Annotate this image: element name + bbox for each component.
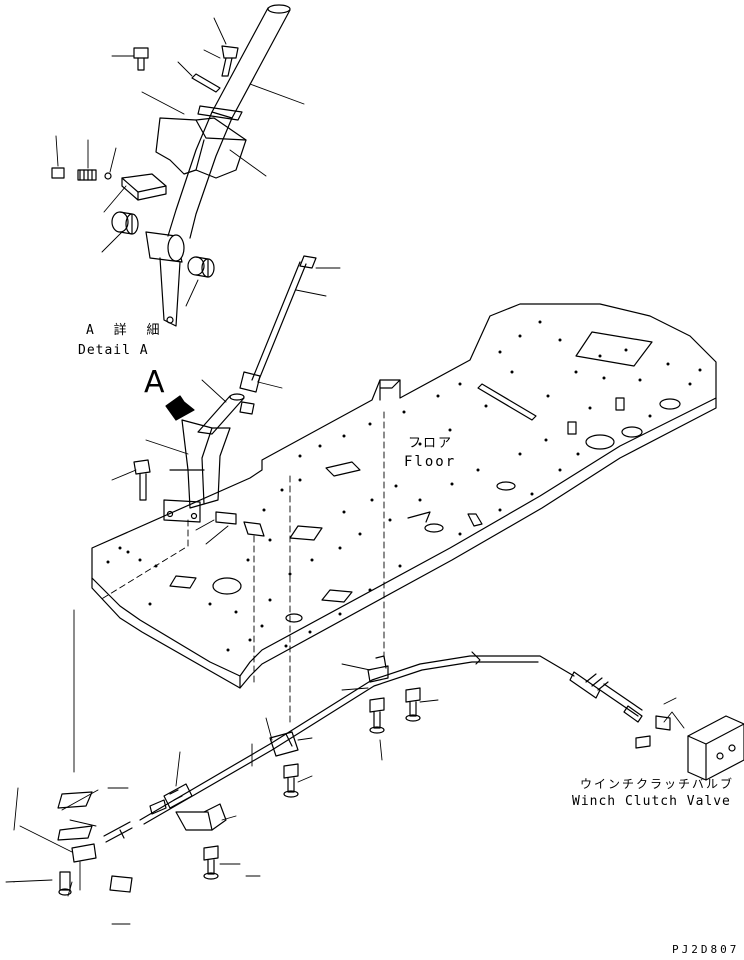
winch-clutch-valve-label-jp: ウインチクラッチバルブ [580, 777, 735, 791]
bracket-plate [155, 117, 247, 179]
hidden-lines [99, 411, 385, 725]
detail-leader-lines [55, 17, 305, 307]
control-cable-assembly [5, 609, 744, 925]
lock-block [121, 173, 167, 201]
bushing-left [111, 211, 139, 235]
detail-a-assembly [51, 4, 305, 327]
winch-clutch-valve-label-en: Winch Clutch Valve [572, 794, 731, 809]
floor-label-en: Floor [404, 454, 457, 470]
pivot-arm [145, 231, 185, 327]
lever-tube [167, 4, 291, 239]
floor-plate [91, 303, 717, 725]
detail-a-label-en: Detail A [78, 343, 149, 358]
direction-arrow [165, 395, 195, 421]
control-rod [251, 261, 301, 381]
floor-label-jp: フロア [408, 436, 454, 451]
small-fasteners [51, 45, 239, 181]
winch-clutch-valve [663, 711, 744, 781]
cable-bolts [58, 687, 651, 896]
control-cable [139, 655, 575, 821]
drawing-code: PJ2D807 [672, 943, 740, 956]
view-a-letter: A [144, 365, 165, 400]
bushing-right [187, 256, 215, 278]
main-lever-assembly [111, 255, 341, 545]
detail-a-label-jp: A 詳 細 [86, 323, 166, 338]
floor-holes [106, 320, 702, 652]
